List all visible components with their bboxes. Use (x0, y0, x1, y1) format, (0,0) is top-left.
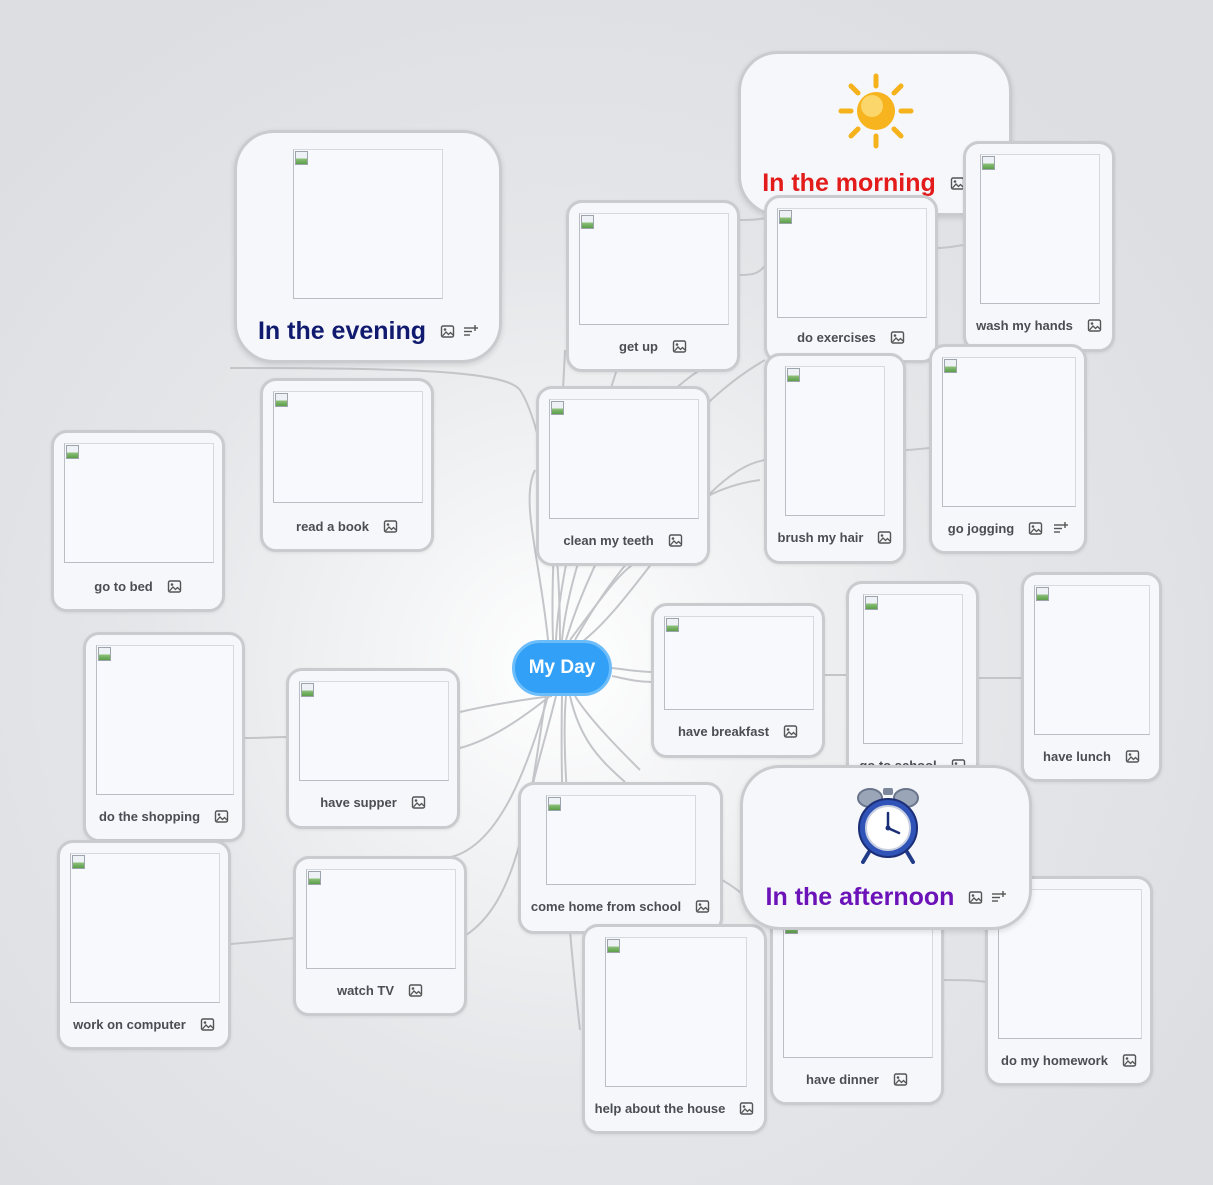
topic-clean-my-teeth[interactable]: clean my teeth (536, 386, 710, 566)
topic-go-to-school[interactable]: go to school (846, 581, 979, 781)
image-icon[interactable] (411, 795, 426, 810)
image-icon[interactable] (968, 890, 983, 905)
topic-have-lunch[interactable]: have lunch (1021, 572, 1162, 782)
central-topic-label: My Day (528, 657, 596, 678)
group-in-the-morning[interactable]: In the morning (738, 51, 1012, 216)
image-icon[interactable] (783, 724, 798, 739)
topic-have-supper[interactable]: have supper (286, 668, 460, 829)
topic-label: clean my teeth (563, 533, 654, 548)
topic-image (783, 918, 933, 1058)
group-title-afternoon: In the afternoon (765, 883, 955, 911)
image-icon[interactable] (668, 533, 683, 548)
image-icon[interactable] (893, 1072, 908, 1087)
image-icon[interactable] (408, 983, 423, 998)
sun-icon (838, 73, 914, 149)
topic-image (546, 795, 696, 885)
topic-label: read a book (296, 519, 369, 534)
group-title-morning: In the morning (762, 169, 936, 197)
topic-label: have breakfast (677, 724, 770, 739)
topic-have-dinner[interactable]: have dinner (770, 905, 944, 1105)
topic-image (64, 443, 214, 563)
topic-label: watch TV (336, 983, 395, 998)
evening-image (293, 149, 443, 299)
topic-wash-my-hands[interactable]: wash my hands (963, 141, 1115, 352)
topic-label: do exercises (797, 330, 876, 345)
topic-image (70, 853, 220, 1003)
image-icon[interactable] (890, 330, 905, 345)
group-in-the-afternoon[interactable]: In the afternoon (740, 765, 1032, 930)
topic-label: come home from school (530, 899, 682, 914)
notes-add-icon[interactable] (463, 324, 479, 339)
topic-label: go to bed (94, 579, 153, 594)
topic-image (785, 366, 885, 516)
image-icon[interactable] (214, 809, 229, 824)
topic-image (777, 208, 927, 318)
image-icon[interactable] (440, 324, 455, 339)
topic-label: do my homework (1001, 1053, 1108, 1068)
image-icon[interactable] (1087, 318, 1102, 333)
topic-image (96, 645, 234, 795)
image-icon[interactable] (739, 1101, 754, 1116)
topic-image (1034, 585, 1150, 735)
image-icon[interactable] (167, 579, 182, 594)
notes-add-icon[interactable] (1053, 521, 1069, 536)
topic-image (664, 616, 814, 710)
image-icon[interactable] (695, 899, 710, 914)
topic-image (549, 399, 699, 519)
image-icon[interactable] (1028, 521, 1043, 536)
image-icon[interactable] (383, 519, 398, 534)
image-icon[interactable] (672, 339, 687, 354)
topic-go-jogging[interactable]: go jogging (929, 344, 1087, 554)
topic-label: help about the house (594, 1101, 726, 1116)
topic-image (605, 937, 747, 1087)
topic-read-a-book[interactable]: read a book (260, 378, 434, 552)
topic-help-about-the-house[interactable]: help about the house (582, 924, 767, 1134)
topic-do-the-shopping[interactable]: do the shopping (83, 632, 245, 842)
topic-image (863, 594, 963, 744)
topic-do-exercises[interactable]: do exercises (764, 195, 938, 363)
notes-add-icon[interactable] (991, 890, 1007, 905)
topic-image (299, 681, 449, 781)
group-title-evening: In the evening (257, 317, 427, 345)
topic-have-breakfast[interactable]: have breakfast (651, 603, 825, 758)
topic-label: do the shopping (98, 809, 201, 824)
image-icon[interactable] (1125, 749, 1140, 764)
topic-label: work on computer (73, 1017, 186, 1032)
topic-image (942, 357, 1076, 507)
image-icon[interactable] (877, 530, 892, 545)
image-icon[interactable] (1122, 1053, 1137, 1068)
topic-watch-tv[interactable]: watch TV (293, 856, 467, 1016)
topic-work-on-computer[interactable]: work on computer (57, 840, 231, 1050)
topic-go-to-bed[interactable]: go to bed (51, 430, 225, 612)
topic-label: have dinner (806, 1072, 879, 1087)
group-in-the-evening[interactable]: In the evening (234, 130, 502, 363)
topic-get-up[interactable]: get up (566, 200, 740, 372)
topic-label: get up (619, 339, 658, 354)
topic-label: wash my hands (976, 318, 1073, 333)
topic-image (273, 391, 423, 503)
topic-label: go jogging (947, 521, 1015, 536)
image-icon[interactable] (200, 1017, 215, 1032)
alarm-clock-icon (857, 788, 919, 864)
topic-label: brush my hair (777, 530, 864, 545)
topic-label: have supper (320, 795, 397, 810)
topic-label: have lunch (1043, 749, 1111, 764)
topic-come-home-from-school[interactable]: come home from school (518, 782, 723, 934)
topic-brush-my-hair[interactable]: brush my hair (764, 353, 906, 564)
central-topic[interactable]: My Day (512, 640, 612, 696)
topic-image (980, 154, 1100, 304)
topic-image (306, 869, 456, 969)
topic-image (579, 213, 729, 325)
